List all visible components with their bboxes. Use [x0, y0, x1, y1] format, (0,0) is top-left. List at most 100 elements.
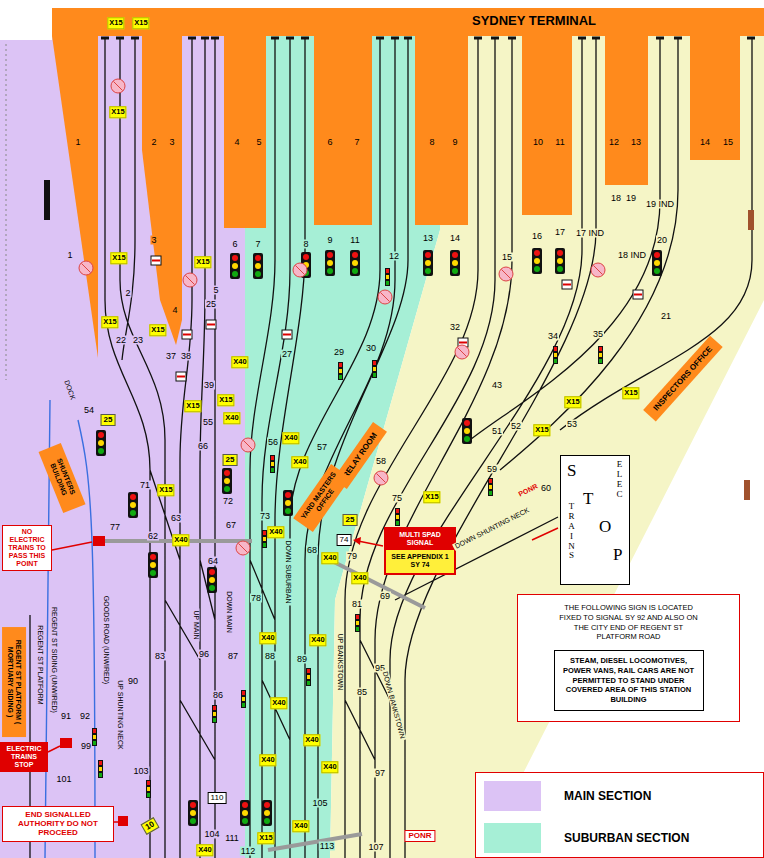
signal-number: 34: [547, 332, 559, 341]
signal-head: [188, 800, 198, 826]
signal-number: 55: [202, 418, 214, 427]
signal-number: 11: [349, 236, 360, 245]
signal-number: 72: [222, 497, 234, 506]
platform: [314, 36, 372, 225]
platform-number: 10: [532, 138, 544, 147]
indicator-signal: [306, 668, 311, 686]
terminal-roof: [52, 8, 764, 36]
indicator-signal: [212, 705, 217, 723]
ponr-marker: PONR: [404, 830, 435, 842]
stop-disc: [591, 263, 605, 277]
speed-board: X40: [321, 761, 338, 773]
indicator-signal: [553, 346, 558, 364]
speed-board: X15: [622, 387, 639, 399]
boundary-line: [6, 44, 7, 380]
legend-swatch: [484, 781, 541, 811]
warning-sign: END SIGNALLED AUTHORITY DO NOT PROCEED: [2, 806, 114, 842]
shunt-signal: [206, 320, 216, 329]
signal-number: 66: [197, 442, 209, 451]
platform-number: 2: [150, 138, 157, 147]
speed-board: X40: [321, 552, 338, 564]
signal-number: 74: [337, 534, 352, 546]
indicator-signal: [241, 690, 246, 708]
stop-disc: [236, 541, 250, 555]
signal-head: [555, 248, 565, 274]
callout-box: MULTI SPAD SIGNALSEE APPENDIX 1 SY 74: [384, 527, 456, 575]
shunt-signal: [633, 290, 643, 299]
signal-number: 30: [365, 344, 377, 353]
signal-number: 91: [60, 712, 72, 721]
track-name: UP MAIN: [193, 608, 200, 641]
track-name: REGENT ST PLATFORM: [37, 623, 44, 706]
node-text: STEAM, DIESEL LOCOMOTIVES, POWER VANS, R…: [563, 656, 695, 705]
signal-number: 56: [267, 438, 279, 447]
track-name: GOODS ROAD (UNWIRED): [103, 594, 110, 686]
indicator-signal: [395, 508, 400, 526]
speed-board: X15: [257, 832, 274, 844]
signal-number: 68: [306, 546, 318, 555]
speed-board: X15: [149, 324, 166, 336]
speed-board: X40: [259, 754, 276, 766]
signal-number: 78: [250, 594, 262, 603]
notice-box: THE FOLLOWING SIGN IS LOCATED FIXED TO S…: [517, 594, 740, 722]
signal-head: [283, 490, 293, 516]
track-name: DOWN MAIN: [226, 589, 233, 635]
signal-number: 57: [316, 443, 328, 452]
signal-number: 32: [449, 323, 461, 332]
legend-row: SUBURBAN SECTION: [476, 823, 763, 857]
signal-number: 113: [319, 842, 335, 851]
indicator-signal: [598, 346, 603, 364]
signal-head: [462, 418, 472, 444]
signal-number: 110: [208, 792, 227, 804]
signal-head: [652, 250, 662, 276]
indicator-signal: [262, 530, 267, 548]
sign-marker: [93, 536, 105, 546]
speed-board: 25: [223, 454, 238, 466]
platform-number: 9: [451, 138, 458, 147]
speed-board: X15: [423, 491, 440, 503]
signal-number: 51: [491, 427, 503, 436]
signal-number: 85: [356, 688, 368, 697]
speed-board: X40: [259, 632, 276, 644]
signal-number: 105: [311, 799, 328, 808]
indicator-signal: [488, 478, 493, 496]
signal-number: 15: [501, 253, 513, 262]
sign-marker: [118, 816, 128, 826]
shunt-signal: [176, 372, 186, 381]
signal-number: 18 IND: [617, 251, 647, 260]
legend-swatch: [484, 823, 541, 853]
platform: [224, 36, 266, 228]
page-margin: [0, 0, 764, 8]
signal-number: 35: [592, 330, 604, 339]
stop-disc: [111, 79, 125, 93]
gate: [748, 210, 754, 230]
track-name: REGENT ST SIDING (UNWIRED): [51, 605, 58, 715]
sign-marker: [60, 738, 72, 748]
stop-disc: [183, 273, 197, 287]
platform: [690, 36, 740, 160]
terminal-banner: SYDNEY TERMINAL: [468, 11, 600, 30]
shunt-signal: [282, 330, 292, 339]
indicator-signal: [372, 360, 377, 378]
platform-number: 7: [353, 138, 360, 147]
stop-disc: [293, 263, 307, 277]
signal-number: 89: [296, 655, 308, 664]
platform-number: 11: [554, 138, 565, 147]
node-text: SYDNEY TERMINAL: [472, 13, 596, 28]
shunt-signal: [562, 280, 572, 289]
signal-head: [148, 552, 158, 578]
indicator-signal: [92, 728, 97, 746]
speed-board: X15: [533, 424, 550, 436]
speed-board: X40: [291, 456, 308, 468]
track-name: UP SHUNTING NECK: [117, 678, 124, 752]
track: [30, 38, 752, 858]
signal-number: 53: [566, 420, 578, 429]
speed-board: X40: [172, 534, 189, 546]
speed-board: X40: [351, 572, 368, 584]
signal-number: 83: [154, 652, 166, 661]
speed-board: X15: [194, 256, 211, 268]
indicator-signal: [385, 268, 390, 286]
signal-number: 97: [374, 769, 386, 778]
platform: [142, 36, 182, 345]
signal-number: 63: [170, 514, 182, 523]
